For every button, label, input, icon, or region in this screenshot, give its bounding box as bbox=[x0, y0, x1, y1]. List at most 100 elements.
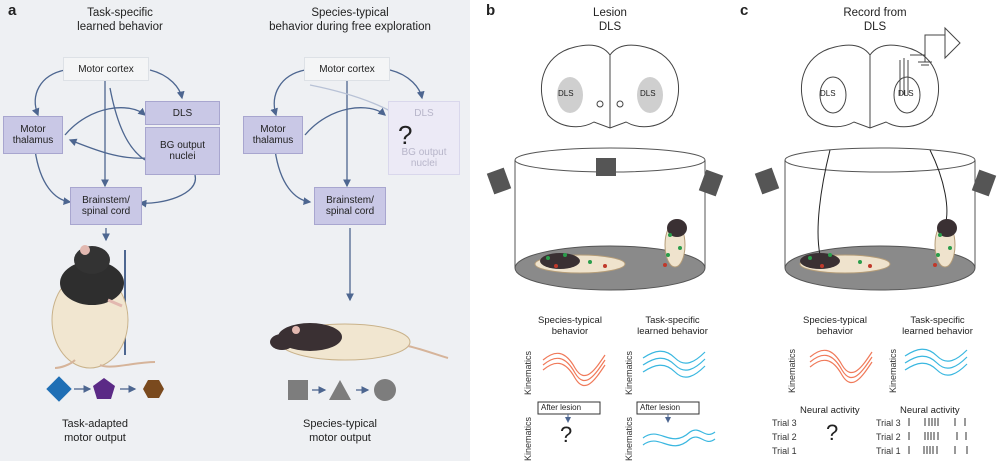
right-camera-b bbox=[698, 169, 724, 197]
left-camera-b bbox=[486, 167, 512, 195]
triangle-shape bbox=[329, 380, 351, 400]
right-dls-faded: DLS bbox=[414, 107, 434, 119]
b-col2-title-line2: learned behavior bbox=[637, 326, 708, 337]
c-col1-title-line2: behavior bbox=[816, 326, 854, 337]
panel-b-title-line2: DLS bbox=[598, 21, 622, 33]
c-trial-1-left: Trial 1 bbox=[772, 446, 797, 456]
panel-a-letter: a bbox=[8, 2, 17, 19]
spike-rasters bbox=[908, 418, 968, 454]
c-col1-title-line1: Species-typical bbox=[803, 315, 867, 326]
right-thalamus-line1: Motor bbox=[260, 124, 286, 135]
pentagon-shape bbox=[93, 378, 115, 399]
b-col1-title-line2: behavior bbox=[551, 326, 589, 337]
task-adapted-shapes bbox=[46, 376, 164, 402]
diamond-shape bbox=[46, 376, 72, 402]
left-title-line1: Task-specific bbox=[87, 7, 153, 19]
c-trial-3-left: Trial 3 bbox=[772, 418, 797, 428]
b-col1-title-line1: Species-typical bbox=[538, 315, 602, 326]
c-trial-3-right: Trial 3 bbox=[876, 418, 901, 428]
right-thalamus-line2: thalamus bbox=[252, 135, 294, 146]
circle-shape bbox=[374, 379, 396, 401]
right-lesion-area bbox=[637, 77, 663, 113]
orange-kinematics-traces-c bbox=[809, 349, 873, 383]
standing-rat-illustration bbox=[51, 245, 156, 369]
right-motor-cortex-box: Motor cortex bbox=[304, 57, 390, 81]
species-typical-shapes bbox=[288, 379, 396, 401]
right-bg-output-line2: nuclei bbox=[410, 157, 438, 169]
right-title: Species-typical behavior during free exp… bbox=[240, 6, 460, 34]
square-shape bbox=[288, 380, 308, 400]
panel-b-title-line1: Lesion bbox=[593, 7, 627, 19]
panel-b-title: Lesion DLS bbox=[560, 6, 660, 34]
left-motor-cortex-box: Motor cortex bbox=[63, 57, 149, 81]
b-question-mark: ? bbox=[560, 422, 573, 447]
b-col1-title: Species-typical behavior bbox=[520, 315, 620, 337]
left-title-line2: learned behavior bbox=[77, 21, 163, 33]
c-trial-2-right: Trial 2 bbox=[876, 432, 901, 442]
top-camera-b bbox=[596, 158, 616, 176]
right-caption-line2: motor output bbox=[309, 432, 371, 444]
panel-c-title-line1: Record from bbox=[843, 7, 907, 19]
panel-c-brain-section bbox=[800, 26, 961, 129]
panel-b-brain-section bbox=[540, 44, 680, 129]
b-dls-right: DLS bbox=[640, 89, 656, 98]
left-brainstem-line1: Brainstem/ bbox=[82, 195, 130, 206]
right-brainstem-line2: spinal cord bbox=[325, 206, 375, 217]
left-lesion-area bbox=[557, 77, 583, 113]
right-circuit-question-mark: ? bbox=[398, 120, 413, 150]
c-neural-activity-2: Neural activity bbox=[900, 405, 960, 416]
orange-kinematics-traces-b bbox=[542, 352, 606, 386]
c-dls-left: DLS bbox=[820, 89, 836, 98]
hexagon-shape bbox=[143, 380, 164, 398]
blue-kinematics-traces-c bbox=[904, 348, 968, 376]
c-kinematics-1: Kinematics bbox=[787, 348, 797, 393]
b-col2-title: Task-specific learned behavior bbox=[620, 315, 725, 337]
b-col2-title-line1: Task-specific bbox=[645, 315, 700, 326]
left-thalamus-line2: thalamus bbox=[12, 135, 54, 146]
left-dls-box: DLS bbox=[145, 101, 220, 125]
c-trial-2-left: Trial 2 bbox=[772, 432, 797, 442]
c-question-mark: ? bbox=[826, 420, 839, 445]
left-brainstem-box: Brainstem/spinal cord bbox=[70, 187, 142, 225]
left-camera-c bbox=[754, 167, 780, 195]
right-caption-line1: Species-typical bbox=[303, 418, 377, 430]
left-caption: Task-adapted motor output bbox=[35, 417, 155, 445]
c-col2-title: Task-specific learned behavior bbox=[885, 315, 990, 337]
panel-c-title-line2: DLS bbox=[863, 21, 887, 33]
right-faded-dls-bg-box: DLS BG output nuclei bbox=[388, 101, 460, 175]
right-title-line2: behavior during free exploration bbox=[269, 21, 431, 33]
c-col2-title-line1: Task-specific bbox=[910, 315, 965, 326]
left-thalamus-line1: Motor bbox=[20, 124, 46, 135]
c-kinematics-2: Kinematics bbox=[888, 348, 898, 393]
right-brainstem-line1: Brainstem/ bbox=[326, 195, 374, 206]
left-title: Task-specific learned behavior bbox=[40, 6, 200, 34]
c-dls-right: DLS bbox=[898, 89, 914, 98]
panel-b-letter: b bbox=[486, 2, 496, 19]
c-col1-title: Species-typical behavior bbox=[785, 315, 885, 337]
after-lesion-box-1 bbox=[537, 401, 601, 415]
panel-a-circuit-arrows bbox=[31, 69, 425, 302]
left-bg-output-line1: BG output bbox=[159, 140, 206, 151]
right-caption: Species-typical motor output bbox=[275, 417, 405, 445]
right-bg-output-line1: BG output bbox=[401, 146, 447, 158]
right-camera-c bbox=[971, 169, 997, 197]
c-trial-1-right: Trial 1 bbox=[876, 446, 901, 456]
left-bg-output-line2: nuclei bbox=[169, 151, 196, 162]
b-dls-left: DLS bbox=[558, 89, 574, 98]
panel-a-illustrations bbox=[46, 245, 449, 402]
left-caption-line2: motor output bbox=[64, 432, 126, 444]
panel-c-letter: c bbox=[740, 2, 749, 19]
panel-b-arena bbox=[486, 147, 724, 291]
walking-rat-illustration bbox=[270, 323, 449, 361]
blue-kinematics-traces-b bbox=[642, 350, 716, 447]
panel-c-title: Record from DLS bbox=[820, 6, 930, 34]
c-neural-activity-1: Neural activity bbox=[800, 405, 860, 416]
left-brainstem-line2: spinal cord bbox=[81, 206, 131, 217]
right-title-line1: Species-typical bbox=[311, 7, 389, 19]
b-after-lesion-2: After lesion bbox=[640, 403, 681, 412]
